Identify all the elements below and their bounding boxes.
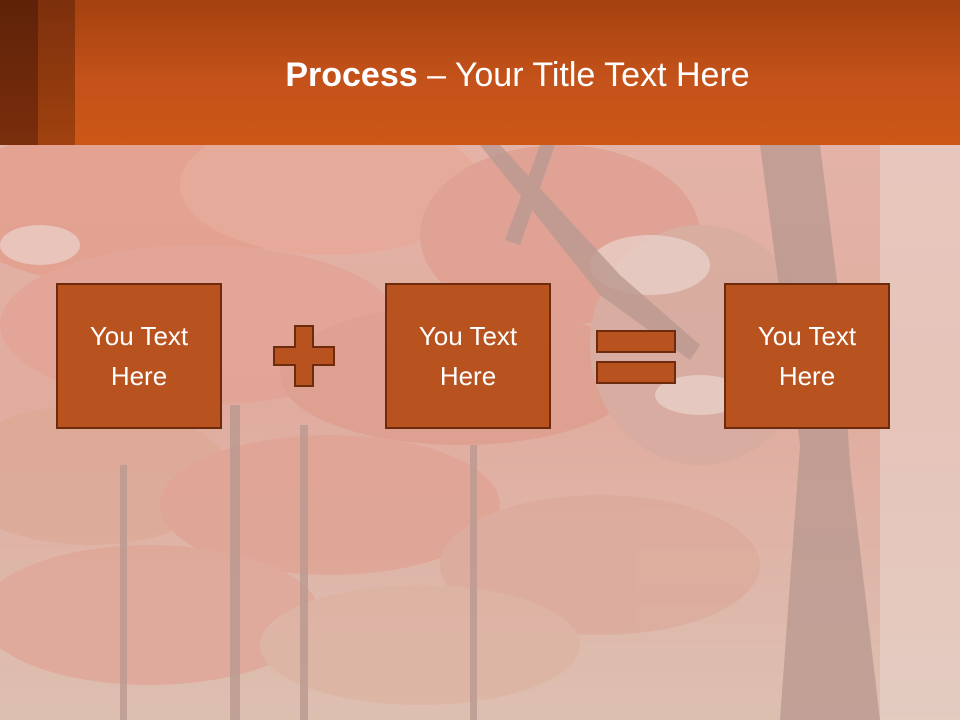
slide-title[interactable]: Process – Your Title Text Here <box>75 52 960 98</box>
process-box-text: You Text <box>757 321 857 351</box>
plus-icon <box>273 325 335 387</box>
process-box-text: You Text <box>418 321 518 351</box>
process-box-text: Here <box>110 361 168 391</box>
header-accent-stripe <box>38 0 75 145</box>
process-box-text: Here <box>439 361 497 391</box>
title-bar: Process – Your Title Text Here <box>0 0 960 145</box>
header-accent-stripe <box>0 0 38 145</box>
process-box-1[interactable]: You Text Here <box>56 283 222 429</box>
slide-title-bold: Process <box>285 56 418 94</box>
process-box-3[interactable]: You Text Here <box>724 283 890 429</box>
photo-wash-overlay <box>0 145 960 720</box>
equals-icon <box>596 330 676 384</box>
slide-title-rest: – Your Title Text Here <box>417 56 750 94</box>
process-box-2[interactable]: You Text Here <box>385 283 551 429</box>
process-box-text: You Text <box>89 321 189 351</box>
background-photo <box>0 145 960 720</box>
process-box-text: Here <box>778 361 836 391</box>
